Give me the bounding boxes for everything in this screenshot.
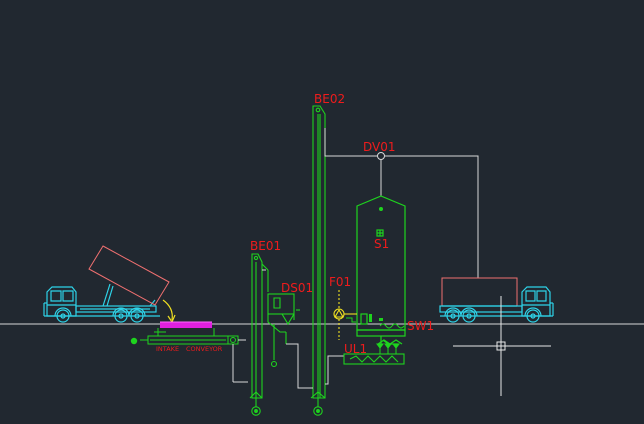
dv01-label: DV01 <box>363 140 396 154</box>
sw1-label: SW1 <box>407 319 434 333</box>
bucket-elevator-be01 <box>249 253 269 416</box>
f01-label: F01 <box>329 275 351 289</box>
chute-arrow <box>162 299 176 324</box>
destoner-ds01 <box>267 293 300 368</box>
ul1-label: UL1 <box>344 342 367 356</box>
intake-conveyor: INTAKE CONVEYOR <box>130 321 248 383</box>
fan-f01 <box>333 290 357 340</box>
be01-label: BE01 <box>250 239 281 253</box>
load-truck-body <box>441 277 518 307</box>
load-truck <box>439 286 554 323</box>
conveyor-label: CONVEYOR <box>186 345 223 353</box>
interconnect-lines <box>262 128 479 389</box>
tipper-body <box>88 245 170 306</box>
silo-s1 <box>356 195 406 345</box>
s1-label: S1 <box>374 237 389 251</box>
unloader-ul1 <box>343 353 405 365</box>
be02-label: BE02 <box>314 92 345 106</box>
f01-connection <box>346 317 356 323</box>
ds01-label: DS01 <box>281 281 313 295</box>
silo-outlet-valves <box>376 343 400 354</box>
tipping-truck <box>43 283 160 323</box>
intake-label: INTAKE <box>156 345 179 353</box>
crosshair-cursor <box>453 296 551 396</box>
sweep-auger-sw1 <box>379 323 405 329</box>
bucket-elevator-be02 <box>310 105 326 416</box>
